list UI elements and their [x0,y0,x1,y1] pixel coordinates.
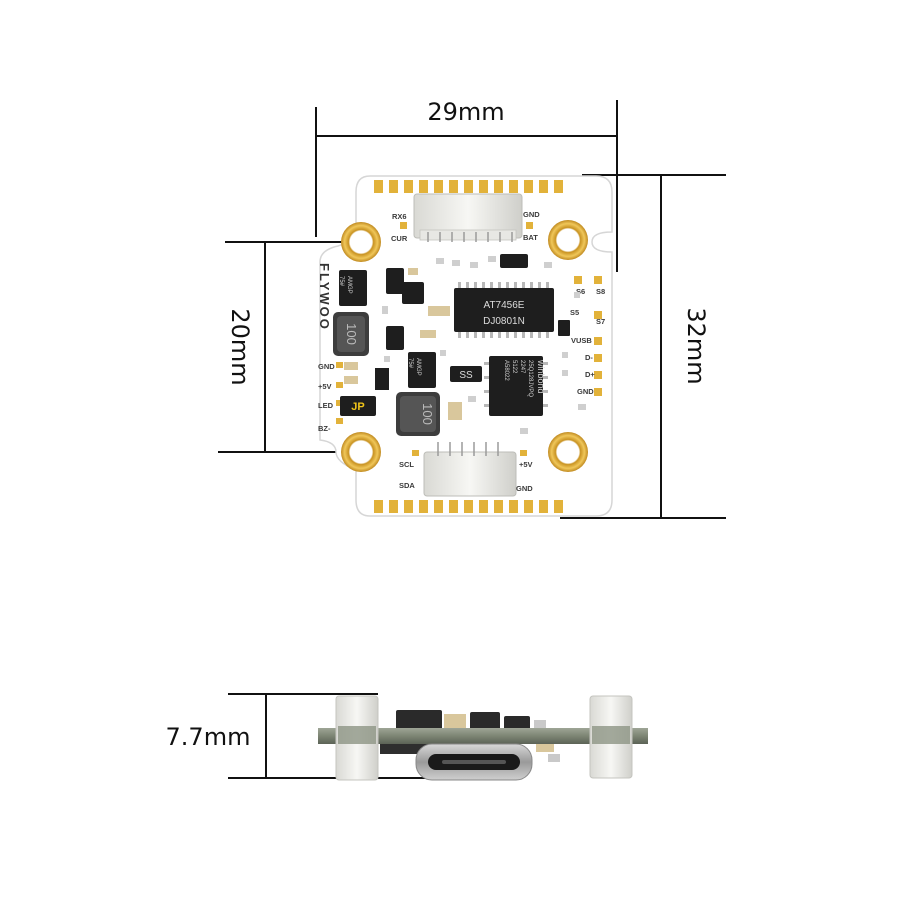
left-pads [336,362,343,424]
ss-label: SS [459,370,473,381]
label-s5: S5 [570,308,579,317]
flash-brand: winbond [536,359,546,394]
label-led: LED [318,401,334,410]
label-s8: S8 [596,287,605,296]
regulator-2-label: AMGP [415,358,421,376]
label-gnd-bottom: GND [516,484,533,493]
label-gnd-right: GND [577,387,594,396]
side-connector-right-band [592,726,630,744]
width-label: 29mm [427,98,504,126]
flash-line2: 2247 [519,360,525,374]
pad-rx6 [400,222,407,229]
label-dminus: D- [585,353,593,362]
label-5v-bottom: +5V [519,460,533,469]
side-part-3 [534,720,546,730]
side-bottom-cap [536,744,554,752]
inductor-2-label: 100 [420,403,435,425]
osd-chip-line2: DJ0801N [483,316,525,327]
label-cur: CUR [391,234,408,243]
top-edge-pads [374,180,563,193]
pad-scl [412,450,419,456]
pad-5v-bottom [520,450,527,456]
usb-c-port [415,743,533,781]
side-chip-2 [504,716,530,730]
dimension-width: 29mm [315,98,618,272]
label-bat: BAT [523,233,538,242]
inductor-2: 100 [396,392,440,436]
side-pcb [318,728,648,744]
dimension-mount-spacing: 20mm [218,241,349,453]
label-dplus: D+ [585,370,595,379]
mount-hole-top-left [341,222,381,262]
mount-hole-bottom-right [548,432,588,472]
ss-diode: SS [450,366,482,382]
regulator-1-sub: 75# [338,276,344,287]
jp-component: JP [340,396,376,416]
regulator-2: AMGP 75# [407,352,436,388]
label-gnd-top: GND [523,210,540,219]
osd-chip-line1: AT7456E [484,300,525,311]
label-gnd-left: GND [318,362,335,371]
regulator-1-label: AMGP [346,276,352,294]
bottom-edge-pads [374,500,563,513]
top-connector [413,193,523,242]
capacitors [344,256,586,434]
jp-label: JP [351,401,364,413]
bottom-connector [423,442,517,497]
flight-controller-side-view [318,695,648,781]
flight-controller-top-view: RX6 CUR GND BAT FLYWOO GND +5V LED BZ- S… [317,175,613,517]
label-rx6: RX6 [392,212,407,221]
inductor-1: 100 [333,312,369,356]
small-ic-2 [386,326,404,350]
label-bz: BZ- [318,424,331,433]
small-ic-5 [558,320,570,336]
label-s6: S6 [576,287,585,296]
regulator-1: AMGP 75# [338,270,367,306]
flash-line4: A58022 [503,360,509,381]
flash-line3: 5122 [511,360,517,374]
label-vusb: VUSB [571,336,592,345]
label-s7: S7 [596,317,605,326]
regulator-2-sub: 75# [407,358,413,369]
flash-chip: winbond 25Q128JVPQ 2247 5122 A58022 [484,356,548,416]
height-label: 32mm [682,307,710,384]
side-inductor [396,710,442,730]
side-connector-left-band [338,726,376,744]
side-chip-1 [470,712,500,730]
small-ic-4 [500,254,528,268]
side-bottom-chip-1 [380,744,440,754]
flash-line1: 25Q128JVPQ [527,360,533,397]
right-pads [574,276,602,396]
label-scl: SCL [399,460,414,469]
pad-gnd-top [526,222,533,229]
thickness-label: 7.7mm [166,723,251,751]
mount-spacing-label: 20mm [226,308,254,385]
small-ic-3 [402,282,424,304]
dimension-height: 32mm [560,174,726,519]
side-capacitor [444,714,466,730]
small-ic-1 [386,268,404,294]
mount-hole-top-right [548,220,588,260]
mount-hole-bottom-left [341,432,381,472]
inductor-1-label: 100 [344,323,359,345]
label-5v-left: +5V [318,382,332,391]
side-bottom-part [548,754,560,762]
osd-chip: AT7456E DJ0801N [454,282,554,338]
brand-logo: FLYWOO [317,263,332,331]
label-sda: SDA [399,481,415,490]
